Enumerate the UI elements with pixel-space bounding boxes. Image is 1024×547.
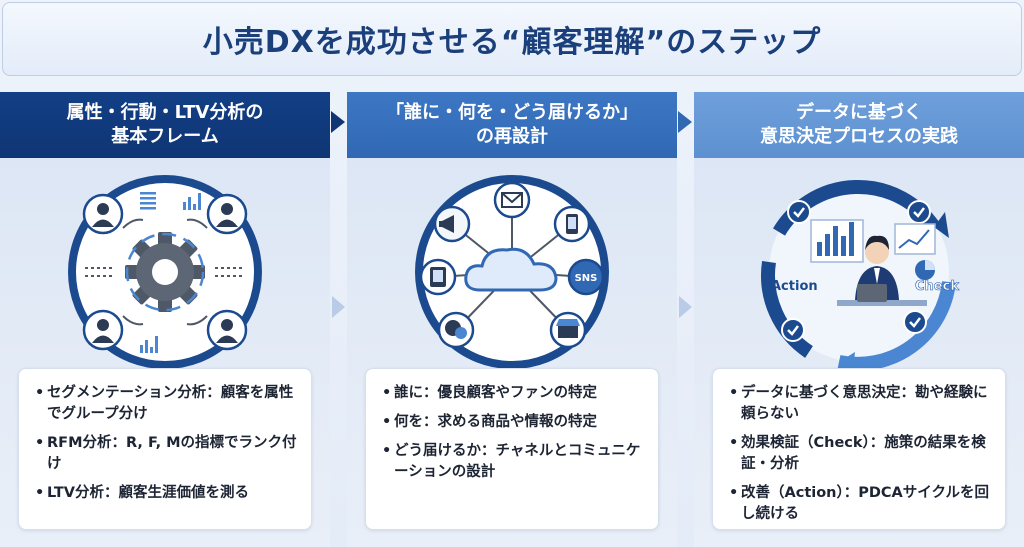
step-3-header-line-2: 意思決定プロセスの実践 bbox=[760, 126, 958, 147]
connector-line-1 bbox=[122, 218, 144, 229]
cloud-icon bbox=[464, 247, 558, 292]
dashed-line-right bbox=[215, 267, 245, 277]
pdca-cycle-analyst-icon: Action Check bbox=[709, 172, 1009, 442]
dashboard-panel bbox=[810, 219, 864, 263]
step-3-bullet-2: 効果検証（Check）：施策の結果を検証・分析 bbox=[729, 433, 991, 475]
step-2-header-line-2: の再設計 bbox=[476, 126, 548, 147]
step-2-description: 誰に：優良顧客やファンの特定 何を：求める商品や情報の特定 どう届けるか：チャネ… bbox=[365, 368, 659, 530]
step-1-header: 属性・行動・LTV分析の 基本フレーム bbox=[0, 92, 330, 158]
gear-icon bbox=[125, 232, 205, 312]
step-3-bullet-3: 改善（Action）：PDCAサイクルを回し続ける bbox=[729, 483, 991, 525]
cycle-arrow-left bbox=[761, 260, 814, 358]
step-3-header: データに基づく 意思決定プロセスの実践 bbox=[694, 92, 1024, 158]
connector-line-3 bbox=[122, 315, 144, 326]
flow-arrow-2-lower bbox=[679, 296, 692, 318]
cycle-arrowhead-right bbox=[839, 352, 855, 372]
customer-icon-3 bbox=[82, 309, 124, 351]
mail-icon bbox=[493, 181, 531, 219]
customer-icon-2 bbox=[206, 193, 248, 235]
bar-chart-icon-1 bbox=[183, 193, 201, 210]
step-1-header-line-1: 属性・行動・LTV分析の bbox=[66, 102, 264, 123]
dashed-line-left bbox=[85, 267, 115, 277]
action-label: Action bbox=[771, 279, 818, 294]
sns-icon: SNS bbox=[567, 258, 605, 296]
step-1-bullet-1: セグメンテーション分析：顧客を属性でグループ分け bbox=[35, 383, 297, 425]
step-2-bullet-2: 何を：求める商品や情報の特定 bbox=[382, 412, 644, 433]
desk bbox=[837, 300, 927, 306]
step-1-bullet-3: LTV分析：顧客生涯価値を測る bbox=[35, 483, 297, 504]
flow-arrow-1 bbox=[331, 111, 345, 133]
check-label: Check bbox=[915, 279, 959, 294]
cloud-channels-icon: SNS bbox=[362, 172, 662, 442]
page-title: 小売DXを成功させる“顧客理解”のステップ bbox=[202, 25, 822, 60]
cycle-arrow-right bbox=[837, 281, 956, 371]
step-1-description: セグメンテーション分析：顧客を属性でグループ分け RFM分析：R, F, Mの指… bbox=[18, 368, 312, 530]
smartphone-icon bbox=[553, 205, 591, 243]
flow-arrow-2 bbox=[678, 111, 692, 133]
step-column-1: 属性・行動・LTV分析の 基本フレーム セグメンテーション分析：顧客を属性でグル… bbox=[0, 92, 330, 547]
step-1-bullet-2: RFM分析：R, F, Mの指標でランク付け bbox=[35, 433, 297, 475]
step-2-header-line-1: 「誰に・何を・どう届けるか」 bbox=[386, 102, 638, 123]
title-banner: 小売DXを成功させる“顧客理解”のステップ bbox=[2, 2, 1022, 76]
cycle-arrows-ring bbox=[125, 232, 205, 312]
list-icon bbox=[140, 192, 156, 210]
checkmark-icon-1 bbox=[787, 200, 811, 224]
flow-arrow-1-lower bbox=[332, 296, 345, 318]
checkmark-icon-2 bbox=[907, 200, 931, 224]
connector-line-2 bbox=[186, 218, 208, 229]
chat-icon bbox=[437, 311, 475, 349]
step-column-2: 「誰に・何を・どう届けるか」 の再設計 SNS 誰に：優良顧客やファンの特定 何… bbox=[347, 92, 677, 547]
tablet-icon bbox=[419, 258, 457, 296]
step-2-bullet-1: 誰に：優良顧客やファンの特定 bbox=[382, 383, 644, 404]
customer-icon-1 bbox=[82, 193, 124, 235]
cycle-arrowhead-top bbox=[934, 212, 949, 238]
chart-panel bbox=[894, 223, 936, 255]
step-3-bullet-1: データに基づく意思決定：勘や経験に頼らない bbox=[729, 383, 991, 425]
svg-text:SNS: SNS bbox=[575, 273, 598, 284]
customer-icon-4 bbox=[206, 309, 248, 351]
step-1-header-line-2: 基本フレーム bbox=[111, 126, 219, 147]
step-3-description: データに基づく意思決定：勘や経験に頼らない 効果検証（Check）：施策の結果を… bbox=[712, 368, 1006, 530]
connector-line-4 bbox=[186, 315, 208, 326]
checkmark-icon-4 bbox=[903, 310, 927, 334]
gear-with-customers-icon bbox=[15, 172, 315, 442]
store-icon bbox=[549, 311, 587, 349]
step-3-header-line-1: データに基づく bbox=[796, 102, 922, 123]
laptop-icon bbox=[857, 284, 887, 302]
checkmark-icon-3 bbox=[781, 318, 805, 342]
step-2-header: 「誰に・何を・どう届けるか」 の再設計 bbox=[347, 92, 677, 158]
bar-chart-icon-2 bbox=[140, 336, 158, 353]
megaphone-icon bbox=[433, 205, 471, 243]
step-2-bullet-3: どう届けるか：チャネルとコミュニケーションの設計 bbox=[382, 441, 644, 483]
